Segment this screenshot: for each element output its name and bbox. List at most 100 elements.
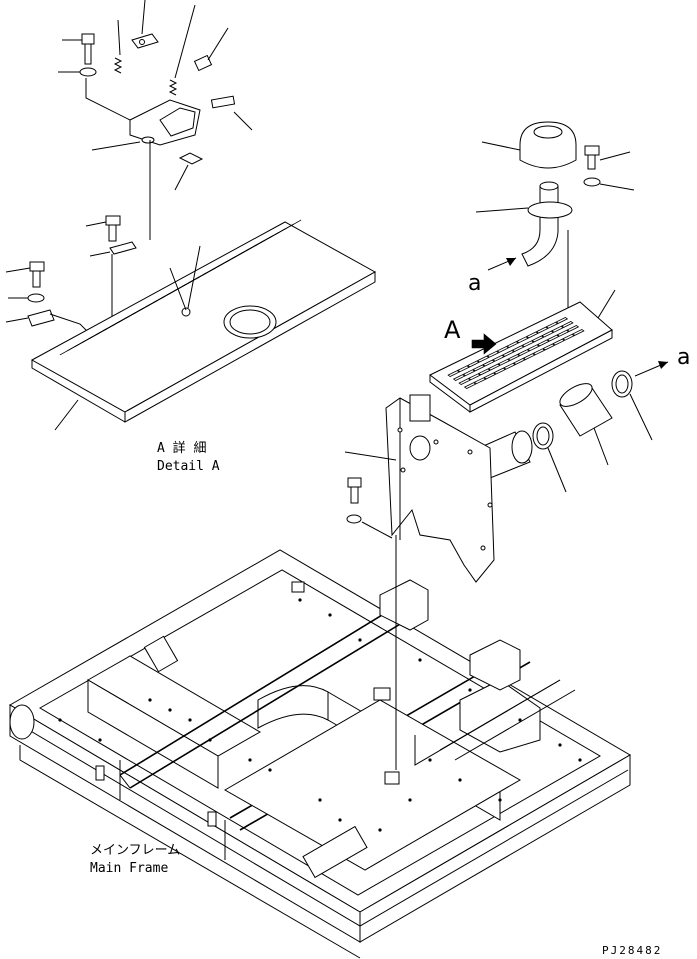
bolt-top-right xyxy=(193,27,229,72)
bolt-hole xyxy=(338,818,342,822)
washer-grill-left xyxy=(8,293,45,303)
bolt-hole xyxy=(358,638,362,642)
grill-cell xyxy=(493,367,506,375)
grill-cell xyxy=(546,334,560,342)
clip-top xyxy=(131,0,159,49)
bolt-hole xyxy=(328,613,332,617)
drawing-code: PJ28482 xyxy=(602,944,662,957)
grill-cell xyxy=(521,340,535,348)
bolt-hole xyxy=(248,758,252,762)
bolt-hole xyxy=(98,738,102,742)
grill-cell xyxy=(527,344,540,352)
grill-cell xyxy=(482,359,495,367)
grill-cell xyxy=(478,368,491,376)
washer-cap xyxy=(583,177,635,191)
grill-cell xyxy=(507,354,521,361)
grill-cell xyxy=(551,325,564,333)
bolt-hole xyxy=(318,798,322,802)
grill-cell xyxy=(476,355,490,363)
bolt-hole xyxy=(298,598,302,602)
grill-cell xyxy=(561,321,574,328)
spring-left xyxy=(113,19,123,74)
bolt-hole xyxy=(458,778,462,782)
rain-cap xyxy=(481,121,577,169)
bolt-hole xyxy=(468,688,472,692)
arrow-a-right xyxy=(634,361,669,377)
detail-a-label-jp: A 詳 細 xyxy=(157,440,206,456)
grill-cell xyxy=(463,382,477,389)
grill-cell xyxy=(472,364,486,372)
bolt-hole xyxy=(578,758,582,762)
bolt-hole xyxy=(168,708,172,712)
intake-assembly xyxy=(344,121,669,583)
grill-cell xyxy=(487,363,501,371)
grill-cell xyxy=(473,377,487,385)
view-arrow-a xyxy=(471,333,497,355)
bolt-hole xyxy=(498,798,502,802)
grill-cell xyxy=(467,360,480,368)
grill-cell xyxy=(532,348,546,356)
bracket-grill-left xyxy=(5,309,91,335)
grill-cell xyxy=(452,374,466,381)
detail-a-label-en: Detail A xyxy=(157,459,220,474)
grill-cell xyxy=(492,354,505,362)
grill-cell xyxy=(486,350,500,358)
grill-cell xyxy=(545,321,559,329)
grill-cell xyxy=(552,338,565,346)
grill-cell xyxy=(541,330,554,338)
main-frame-label-jp: メインフレーム xyxy=(90,843,180,858)
clamp-small xyxy=(174,152,204,191)
grill-cell xyxy=(447,370,460,377)
bolt-hole xyxy=(408,798,412,802)
bolt-hole xyxy=(378,828,382,832)
grill-cell xyxy=(542,343,556,351)
bolt-hole xyxy=(418,658,422,662)
bolt-hole xyxy=(428,758,432,762)
bolt-hole xyxy=(208,738,212,742)
grill-cell xyxy=(566,325,580,332)
grill-cell xyxy=(517,349,530,356)
grill-cell xyxy=(458,378,471,385)
grill-cell xyxy=(511,345,525,352)
intake-elbow xyxy=(475,181,573,267)
grill-cell xyxy=(516,336,529,344)
grill-cell xyxy=(497,358,511,366)
main-frame xyxy=(9,535,631,959)
bolt-hole xyxy=(518,718,522,722)
grill-cell xyxy=(531,335,545,343)
grill-cell xyxy=(537,339,550,347)
grill-cell xyxy=(522,353,536,360)
bolt-hole xyxy=(58,718,62,722)
bolt-hole xyxy=(558,743,562,747)
clamp-band-right xyxy=(611,370,653,441)
clamp-band-left xyxy=(532,422,567,493)
grill-cell xyxy=(556,329,570,337)
bolt-top-left xyxy=(62,33,95,65)
grill-cell xyxy=(572,329,585,336)
arrow-a-left xyxy=(487,257,517,271)
arrow-label-left: a xyxy=(468,271,481,296)
plate-clip xyxy=(89,241,137,320)
grill-cell xyxy=(282,219,302,231)
bolt-grill-upper xyxy=(85,215,121,242)
grill-cell xyxy=(526,331,539,339)
main-frame-label-en: Main Frame xyxy=(90,861,168,876)
view-marker-a: A xyxy=(444,316,461,344)
bracket-assembly xyxy=(85,78,201,151)
grill-panel-right xyxy=(429,289,616,413)
bolt-support xyxy=(346,477,393,539)
grill-cell xyxy=(457,365,470,373)
grill-cell xyxy=(506,341,519,348)
support-plate xyxy=(344,394,495,583)
bolt-hole xyxy=(268,768,272,772)
grill-cell xyxy=(468,373,481,381)
arrow-label-right: a xyxy=(677,345,690,370)
washer-top-left xyxy=(58,67,97,77)
grill-cell xyxy=(462,369,476,377)
bolt-hole xyxy=(188,718,192,722)
spring-right xyxy=(168,4,196,96)
bolt-hole xyxy=(148,698,152,702)
grill-cell xyxy=(535,326,549,334)
bolt-grill-left xyxy=(5,261,45,288)
